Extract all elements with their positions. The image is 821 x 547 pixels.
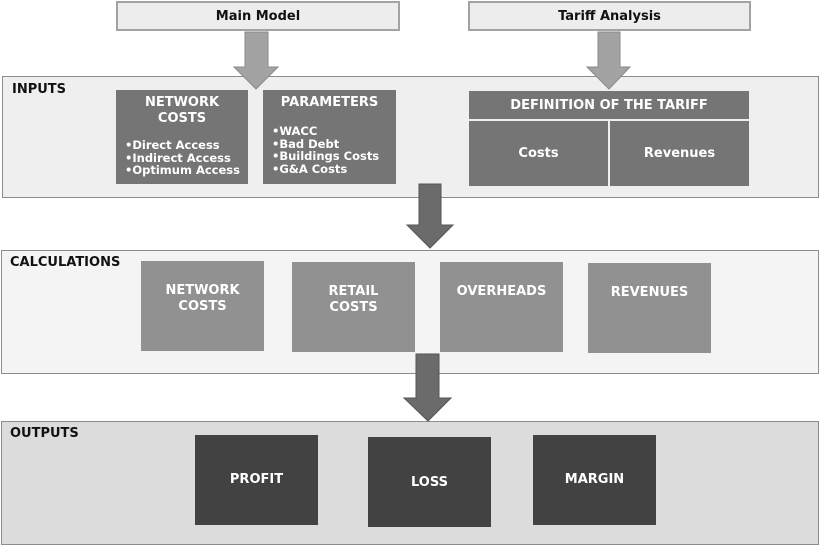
- tariff-revenues-box: Revenues: [610, 121, 749, 186]
- arrow-inputs-to-calculations: [405, 183, 455, 249]
- arrow-calculations-to-outputs: [402, 353, 453, 422]
- tariff-definition-title: DEFINITION OF THE TARIFF: [510, 97, 708, 113]
- network-costs-title-line2: COSTS: [157, 111, 207, 126]
- main-model-label: Main Model: [215, 8, 301, 24]
- list-item: •Indirect Access: [125, 150, 231, 165]
- list-item: •Bad Debt: [272, 136, 340, 151]
- list-item: •G&A Costs: [272, 161, 348, 176]
- list-item: •Buildings Costs: [272, 149, 380, 163]
- main-model-box: Main Model: [116, 1, 400, 31]
- outputs-title: OUTPUTS: [10, 426, 79, 441]
- calc-network-costs-line2: COSTS: [178, 299, 227, 314]
- calc-network-costs-box: NETWORK COSTS: [141, 261, 264, 351]
- inputs-parameters-box: PARAMETERS •WACC •Bad Debt •Buildings Co…: [263, 90, 396, 184]
- list-item: •Direct Access: [125, 138, 220, 152]
- list-item: •WACC: [272, 124, 318, 138]
- output-profit-label: PROFIT: [229, 471, 284, 487]
- tariff-analysis-label: Tariff Analysis: [558, 8, 661, 24]
- calc-overheads-box: OVERHEADS: [440, 262, 563, 352]
- tariff-costs-label: Costs: [518, 146, 559, 161]
- calc-retail-costs-box: RETAIL COSTS: [292, 262, 415, 352]
- calc-revenues-label: REVENUES: [610, 285, 689, 300]
- parameters-title: PARAMETERS: [280, 95, 379, 110]
- arrow-tariff-to-inputs: [585, 31, 632, 90]
- calc-overheads-label: OVERHEADS: [456, 284, 547, 299]
- output-margin-label: MARGIN: [564, 471, 625, 487]
- output-loss-label: LOSS: [410, 474, 448, 490]
- calc-retail-costs-line2: COSTS: [329, 300, 378, 315]
- output-margin-box: MARGIN: [533, 435, 656, 525]
- inputs-network-costs-box: NETWORK COSTS •Direct Access •Indirect A…: [116, 90, 248, 184]
- calculations-title: CALCULATIONS: [10, 255, 121, 270]
- tariff-revenues-label: Revenues: [643, 146, 716, 161]
- output-profit-box: PROFIT: [195, 435, 318, 525]
- calc-retail-costs-line1: RETAIL: [328, 284, 379, 299]
- inputs-title: INPUTS: [12, 82, 67, 97]
- arrow-main-model-to-inputs: [232, 31, 280, 90]
- calc-revenues-box: REVENUES: [588, 263, 711, 353]
- parameters-list: •WACC •Bad Debt •Buildings Costs •G&A Co…: [272, 125, 396, 175]
- network-costs-list: •Direct Access •Indirect Access •Optimum…: [125, 139, 248, 177]
- tariff-definition-header: DEFINITION OF THE TARIFF: [469, 91, 749, 119]
- output-loss-box: LOSS: [368, 437, 491, 527]
- tariff-analysis-box: Tariff Analysis: [468, 1, 751, 31]
- network-costs-title-line1: NETWORK: [144, 95, 220, 110]
- tariff-costs-box: Costs: [469, 121, 608, 186]
- calc-network-costs-line1: NETWORK: [165, 283, 240, 298]
- list-item: •Optimum Access: [125, 163, 240, 177]
